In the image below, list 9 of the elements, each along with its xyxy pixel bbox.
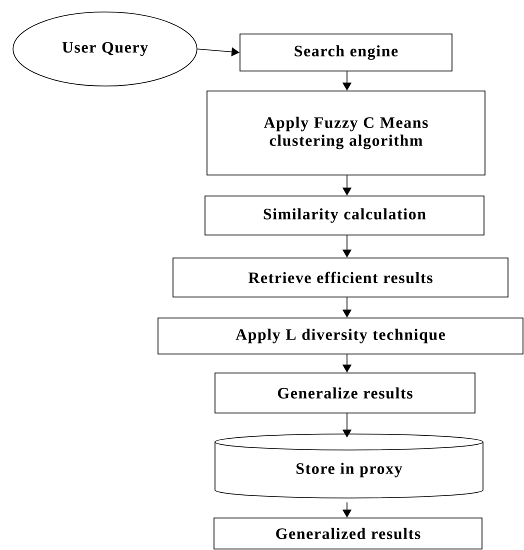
process-box: Generalize results: [214, 372, 476, 414]
process-box: Apply Fuzzy C Means clustering algorithm: [206, 90, 486, 176]
process-box: Retrieve efficient results: [172, 258, 508, 298]
database-cylinder: Store in proxy: [214, 434, 484, 498]
node-label: Store in proxy: [296, 462, 402, 478]
process-box: Apply L diversity technique: [158, 318, 524, 354]
process-box: Generalized results: [214, 518, 482, 550]
process-box: Search engine: [240, 34, 452, 72]
process-box: Similarity calculation: [204, 196, 484, 236]
